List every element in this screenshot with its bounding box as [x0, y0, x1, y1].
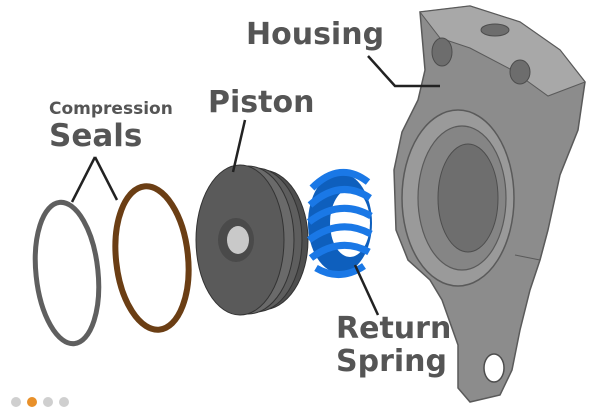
carousel-dot-3[interactable] [43, 397, 53, 407]
carousel-dots [11, 397, 69, 407]
seals-leader-gray [70, 156, 97, 203]
housing-label: Housing [246, 17, 385, 52]
housing-leader [367, 55, 440, 88]
carousel-dot-4[interactable] [59, 397, 69, 407]
compression-label: Compression [49, 99, 173, 119]
brown-compression-seal [112, 183, 192, 333]
seals-label: Seals [49, 118, 143, 154]
spring-leader [353, 264, 380, 316]
housing-part [393, 5, 586, 403]
leader-lines [70, 55, 440, 316]
piston-leader [231, 119, 247, 173]
return-spring-part [306, 168, 373, 278]
carousel-dot-1[interactable] [11, 397, 21, 407]
carousel-dot-2[interactable] [27, 397, 37, 407]
gray-compression-seal [32, 199, 102, 347]
piston-label: Piston [208, 85, 315, 120]
spring-label: Spring [336, 344, 447, 379]
seals-leader-brown [93, 156, 119, 201]
piston-part [195, 164, 309, 316]
return-label: Return [336, 311, 452, 346]
